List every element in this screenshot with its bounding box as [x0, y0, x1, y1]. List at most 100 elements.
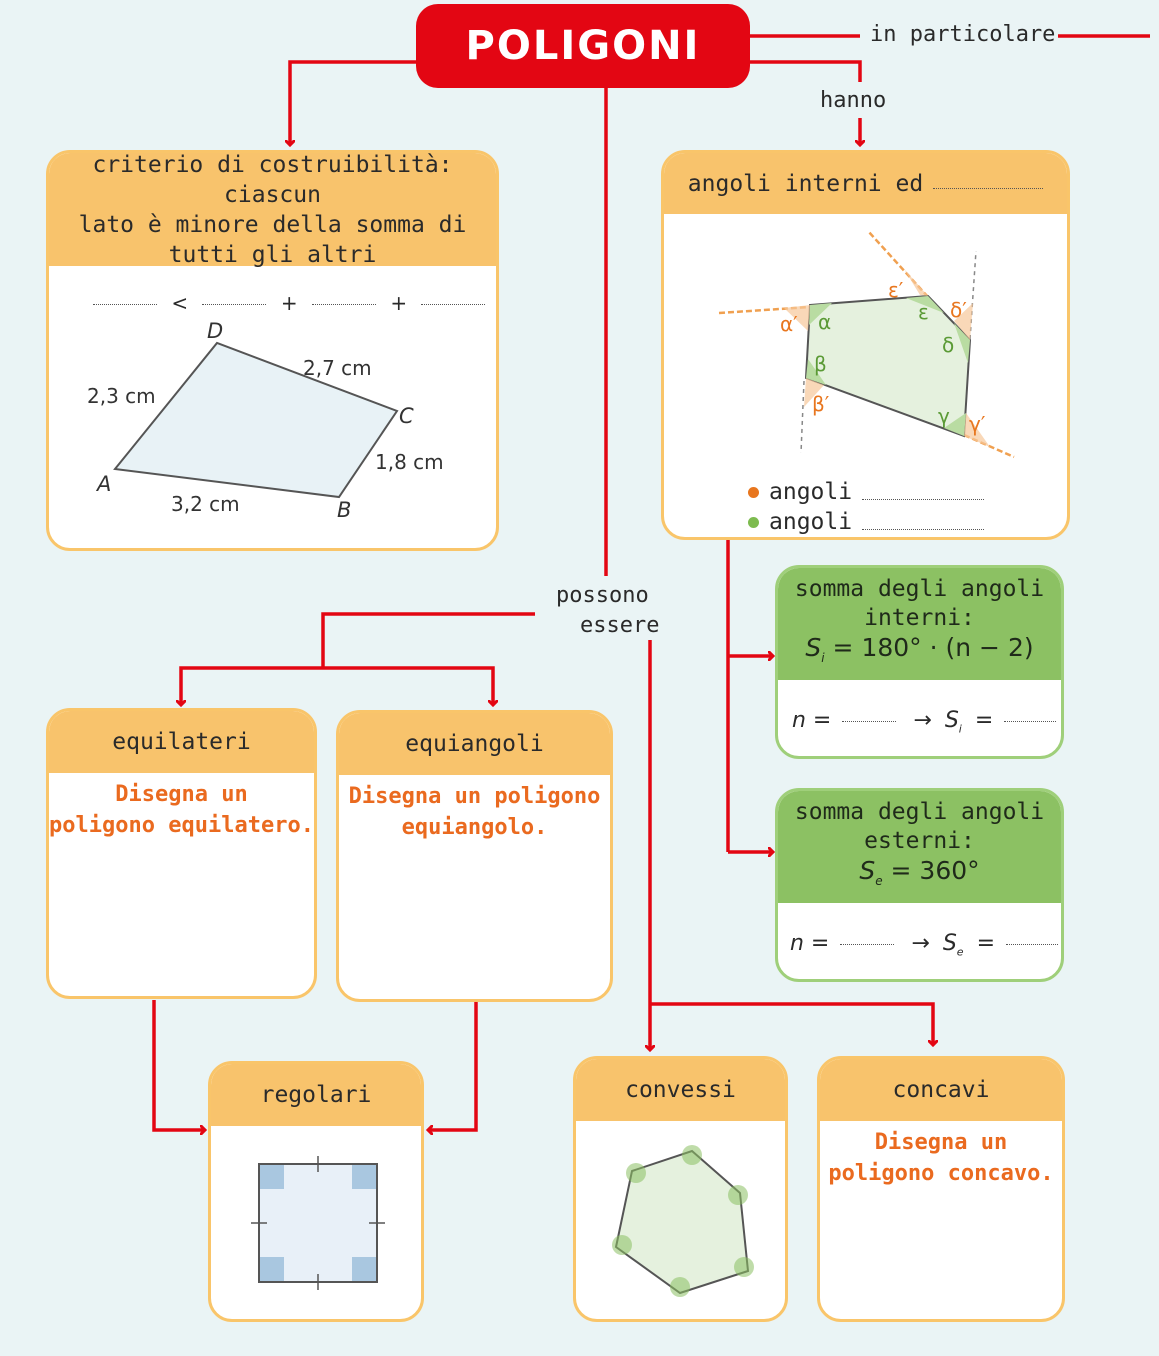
- criterio-heading: criterio di costruibilità: ciascun lato …: [49, 153, 496, 268]
- label-in-particolare: in particolare: [870, 22, 1056, 47]
- concavi-instruction: Disegna un poligono concavo.: [820, 1127, 1062, 1189]
- criterio-box: criterio di costruibilità: ciascun lato …: [46, 150, 499, 551]
- vertex-label-a: A: [95, 472, 111, 496]
- instruction-line: equiangolo.: [401, 815, 548, 840]
- somma-esterni-heading: somma degli angoli esterni: Se = 360°: [778, 791, 1061, 903]
- blank-field[interactable]: [421, 304, 486, 305]
- angoli-heading: angoli interni ed: [664, 153, 1067, 214]
- exterior-angle-arc: [784, 305, 810, 331]
- instruction-line: Disegna un poligono: [348, 784, 601, 809]
- criterio-heading-line: tutti gli altri: [168, 241, 377, 268]
- extension-line: [800, 380, 805, 454]
- side-label-ab: 3,2 cm: [171, 492, 240, 516]
- blank-field[interactable]: [1004, 720, 1057, 722]
- equilateri-box: equilateri Disegna un poligono equilater…: [46, 708, 317, 999]
- hexagon-figure: [612, 1145, 754, 1297]
- less-than-sign: <: [171, 291, 189, 315]
- label-essere: essere: [580, 613, 660, 638]
- angle-marker: [728, 1185, 748, 1205]
- angle-label-delta-ext: δ′: [950, 298, 967, 322]
- angle-label-eps-ext: ε′: [888, 278, 904, 302]
- interior-angle-arc: [906, 296, 944, 313]
- drawing-area[interactable]: [339, 843, 610, 993]
- right-angle-mark: [352, 1257, 376, 1281]
- blank-field[interactable]: [311, 304, 376, 305]
- blank-field[interactable]: [862, 498, 985, 500]
- label-possono: possono: [556, 583, 649, 608]
- side-label-ad: 2,3 cm: [87, 384, 156, 408]
- criterio-heading-line: lato è minore della somma di: [78, 211, 467, 238]
- label-hanno: hanno: [820, 88, 887, 113]
- somma-esterni-line: somma degli angoli: [794, 799, 1045, 825]
- equilateri-heading: equilateri: [49, 711, 314, 773]
- blank-field[interactable]: [862, 528, 985, 530]
- blank-field[interactable]: [840, 943, 895, 945]
- arrow-equilateri-to-regolari: [152, 1000, 205, 1130]
- exterior-angle-arc: [964, 413, 990, 447]
- formula-subscript: i: [821, 651, 825, 665]
- angle-label-gamma: γ: [938, 404, 950, 428]
- line-to-hanno: [750, 60, 862, 82]
- blank-field[interactable]: [202, 304, 267, 305]
- angle-label-alpha-ext: α′: [780, 312, 798, 336]
- vertex-label-d: D: [207, 319, 223, 343]
- exterior-angle-arc: [804, 378, 824, 407]
- angoli-heading-text: angoli interni ed: [687, 170, 924, 197]
- plus-sign: +: [390, 291, 408, 315]
- interior-angle-arc: [806, 359, 826, 385]
- angle-marker: [734, 1257, 754, 1277]
- angoli-box: angoli interni ed α′ α β β′ γ γ′ δ δ′ ε …: [661, 150, 1070, 540]
- right-angle-mark: [260, 1257, 284, 1281]
- n-label: n =: [790, 931, 830, 956]
- equiangoli-instruction: Disegna un poligono equiangolo.: [339, 781, 610, 843]
- legend-external: angoli: [748, 479, 985, 505]
- angle-label-eps: ε: [918, 300, 929, 324]
- equiangoli-box: equiangoli Disegna un poligono equiangol…: [336, 710, 613, 1002]
- angle-marker: [670, 1277, 690, 1297]
- concavi-heading: concavi: [820, 1059, 1062, 1121]
- exterior-angle-arc: [904, 269, 928, 296]
- blank-field[interactable]: [93, 304, 157, 305]
- equals-sign: =: [974, 708, 994, 733]
- somma-interni-formula: Si = 180° · (n − 2): [805, 633, 1033, 673]
- arrow-to-equilateri: [181, 666, 323, 705]
- angle-marker: [682, 1145, 702, 1165]
- somma-esterni-line: esterni:: [864, 828, 975, 854]
- arrow-to-concavi: [650, 1002, 933, 1045]
- angle-label-beta-ext: β′: [812, 392, 830, 416]
- pentagon: [804, 294, 972, 438]
- blank-field[interactable]: [842, 720, 897, 722]
- extension-line: [969, 250, 977, 340]
- orange-dot-icon: [748, 486, 759, 498]
- blank-field[interactable]: [1006, 943, 1058, 945]
- side-label-cb: 1,8 cm: [375, 450, 444, 474]
- somma-interni-box: somma degli angoli interni: Si = 180° · …: [775, 565, 1064, 759]
- interior-angle-arc: [944, 413, 966, 436]
- s-label: S: [942, 931, 957, 956]
- angle-label-beta: β: [814, 352, 827, 376]
- somma-esterni-formula: Se = 360°: [859, 856, 979, 896]
- formula-symbol: S: [859, 856, 876, 885]
- legend-label: angoli: [769, 509, 853, 535]
- drawing-area[interactable]: [49, 841, 314, 991]
- formula-rest: = 180° · (n − 2): [824, 633, 1034, 662]
- s-label: S: [944, 708, 959, 733]
- angle-marker: [612, 1235, 632, 1255]
- angle-label-alpha: α: [818, 310, 831, 334]
- regolari-heading: regolari: [211, 1064, 421, 1126]
- drawing-area[interactable]: [820, 1189, 1062, 1309]
- blank-field[interactable]: [933, 188, 1044, 189]
- arrow-equiangoli-to-regolari: [428, 1002, 478, 1130]
- angle-label-gamma-ext: γ′: [969, 412, 986, 436]
- somma-interni-line: interni:: [864, 605, 975, 631]
- side-label-dc: 2,7 cm: [303, 356, 372, 380]
- arrow-right-icon: →: [913, 708, 932, 733]
- n-label: n =: [792, 708, 832, 733]
- formula-subscript: e: [875, 874, 883, 888]
- concavi-box: concavi Disegna un poligono concavo.: [817, 1056, 1065, 1322]
- angle-label-delta: δ: [942, 333, 954, 357]
- formula-rest: = 360°: [882, 856, 980, 885]
- somma-interni-heading: somma degli angoli interni: Si = 180° · …: [778, 568, 1061, 680]
- somma-esterni-box: somma degli angoli esterni: Se = 360° n …: [775, 788, 1064, 982]
